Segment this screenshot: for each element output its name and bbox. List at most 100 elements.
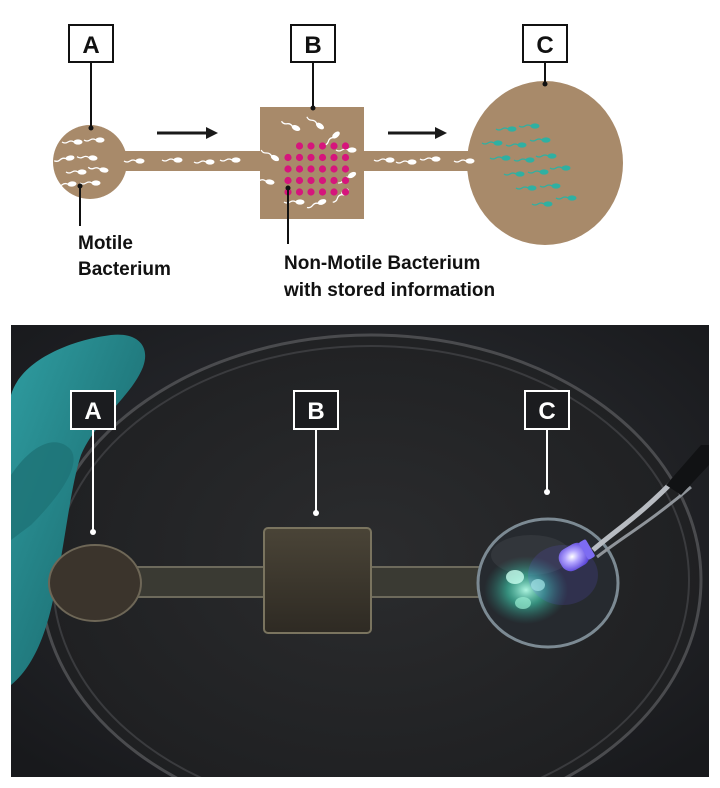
stored-information-dot bbox=[341, 188, 350, 196]
motile-bacterium bbox=[306, 199, 327, 209]
motile-bacterium bbox=[280, 120, 301, 132]
photo-chamber-a bbox=[48, 544, 142, 622]
schematic-diagram: A B C Motile Bacterium Non-Motile Bacter… bbox=[53, 24, 623, 301]
motile-bacterium bbox=[65, 169, 87, 175]
nonmotile-caption-line-2: with stored information bbox=[283, 280, 495, 301]
motile-bacterium bbox=[253, 178, 275, 185]
stored-information-dot bbox=[341, 176, 350, 185]
motile-bacterium bbox=[161, 157, 183, 163]
fluorescent-bacterium bbox=[555, 195, 577, 201]
fluorescent-bacterium bbox=[503, 171, 525, 177]
chamber-a bbox=[53, 125, 127, 199]
led-wire-2 bbox=[596, 485, 692, 559]
photo-label-a-text: A bbox=[84, 398, 101, 425]
label-b-text: B bbox=[304, 32, 321, 59]
motile-bacterium bbox=[453, 158, 475, 164]
motile-bacterium bbox=[219, 157, 241, 163]
stored-information-dot bbox=[307, 176, 315, 185]
stored-information-dot bbox=[307, 165, 315, 173]
led-cable bbox=[666, 445, 709, 495]
fluorescent-bacterium bbox=[529, 137, 551, 143]
motile-bacterium bbox=[55, 181, 77, 187]
motile-bacterium bbox=[260, 149, 280, 162]
fluorescent-bacterium bbox=[535, 153, 557, 159]
photo-callout-dot-b bbox=[313, 510, 319, 516]
label-c-text: C bbox=[536, 32, 553, 59]
motile-bacteria-group-channel bbox=[123, 156, 475, 165]
motile-bacterium bbox=[193, 159, 215, 165]
photo-label-box-c: C bbox=[524, 390, 570, 430]
stored-information-dot bbox=[341, 165, 350, 173]
device-photograph: A B C bbox=[11, 325, 709, 777]
stored-information-dot bbox=[284, 165, 292, 173]
fluorescence-glow bbox=[484, 556, 568, 624]
motile-bacterium bbox=[123, 158, 145, 164]
photo-chamber-b bbox=[263, 527, 372, 634]
stored-information-dot bbox=[341, 142, 350, 150]
motile-bacterium bbox=[87, 166, 109, 173]
stored-information-dot bbox=[307, 153, 315, 162]
stored-information-dot bbox=[341, 153, 350, 162]
photo-callout-dot-c bbox=[544, 489, 550, 495]
fluorescent-bacterium bbox=[539, 183, 561, 189]
photo-callout-dot-a bbox=[90, 529, 96, 535]
motile-bacterium bbox=[306, 116, 324, 130]
fluorescent-bacterium bbox=[489, 155, 511, 161]
stored-information-dot bbox=[307, 142, 315, 150]
fluorescence-spot-3 bbox=[515, 597, 531, 609]
fluorescent-bacterium bbox=[518, 123, 540, 129]
fluorescence-spot-2 bbox=[531, 579, 545, 591]
stored-information-dot bbox=[330, 153, 338, 162]
photo-label-c-text: C bbox=[538, 398, 555, 425]
glove-finger bbox=[11, 442, 74, 540]
motile-bacteria-group-a bbox=[53, 137, 109, 187]
stored-information-dot bbox=[307, 188, 315, 196]
callout-dot-a bbox=[88, 125, 94, 131]
motile-caption-line-2: Bacterium bbox=[78, 259, 171, 280]
motile-bacterium bbox=[395, 159, 417, 165]
fluorescent-bacterium bbox=[505, 142, 527, 148]
fluorescent-bacterium bbox=[531, 201, 553, 207]
fluorescent-bacterium bbox=[495, 126, 517, 132]
fluorescent-bacterium bbox=[515, 185, 537, 191]
motile-caption-line-1: Motile bbox=[78, 233, 133, 254]
fluorescent-bacterium bbox=[549, 165, 571, 171]
label-box-a: A bbox=[68, 24, 114, 63]
label-a-text: A bbox=[82, 32, 99, 59]
chamber-b bbox=[260, 107, 364, 219]
callout-dot-c bbox=[542, 81, 548, 87]
stored-information-dot bbox=[330, 165, 338, 173]
photo-label-box-a: A bbox=[70, 390, 116, 430]
stored-information-dot bbox=[330, 176, 338, 185]
chamber-c bbox=[467, 81, 623, 245]
stored-information-dot bbox=[284, 176, 292, 185]
stored-information-dot bbox=[318, 142, 327, 150]
stored-information-dot bbox=[295, 176, 304, 185]
stored-information-dot bbox=[330, 142, 338, 150]
callout-dot-b bbox=[310, 105, 316, 111]
motile-bacterium bbox=[83, 137, 105, 143]
photo-label-b-text: B bbox=[307, 398, 324, 425]
stored-information-dot bbox=[295, 153, 304, 162]
fluorescent-bacterium bbox=[513, 157, 535, 163]
motile-bacterium bbox=[283, 199, 305, 205]
label-box-b: B bbox=[290, 24, 336, 63]
label-box-c: C bbox=[522, 24, 568, 63]
callout-dot-nonmotile bbox=[285, 185, 291, 191]
stored-information-dot bbox=[318, 165, 327, 173]
motile-bacterium bbox=[373, 157, 395, 163]
fluorescent-bacteria-group-c bbox=[481, 123, 577, 207]
photo-label-box-b: B bbox=[293, 390, 339, 430]
motile-bacterium bbox=[61, 139, 83, 145]
callout-dot-motile bbox=[77, 183, 83, 189]
motile-bacterium bbox=[53, 155, 75, 162]
stored-information-dot bbox=[295, 188, 304, 196]
fluorescent-bacterium bbox=[527, 169, 549, 175]
flow-arrow-1 bbox=[157, 127, 218, 139]
motile-bacterium bbox=[79, 180, 101, 186]
stored-information-dot bbox=[295, 165, 304, 173]
fluorescent-bacterium bbox=[481, 140, 503, 146]
stored-information-dot bbox=[284, 153, 292, 162]
flow-arrow-2 bbox=[388, 127, 447, 139]
stored-information-dot bbox=[318, 153, 327, 162]
